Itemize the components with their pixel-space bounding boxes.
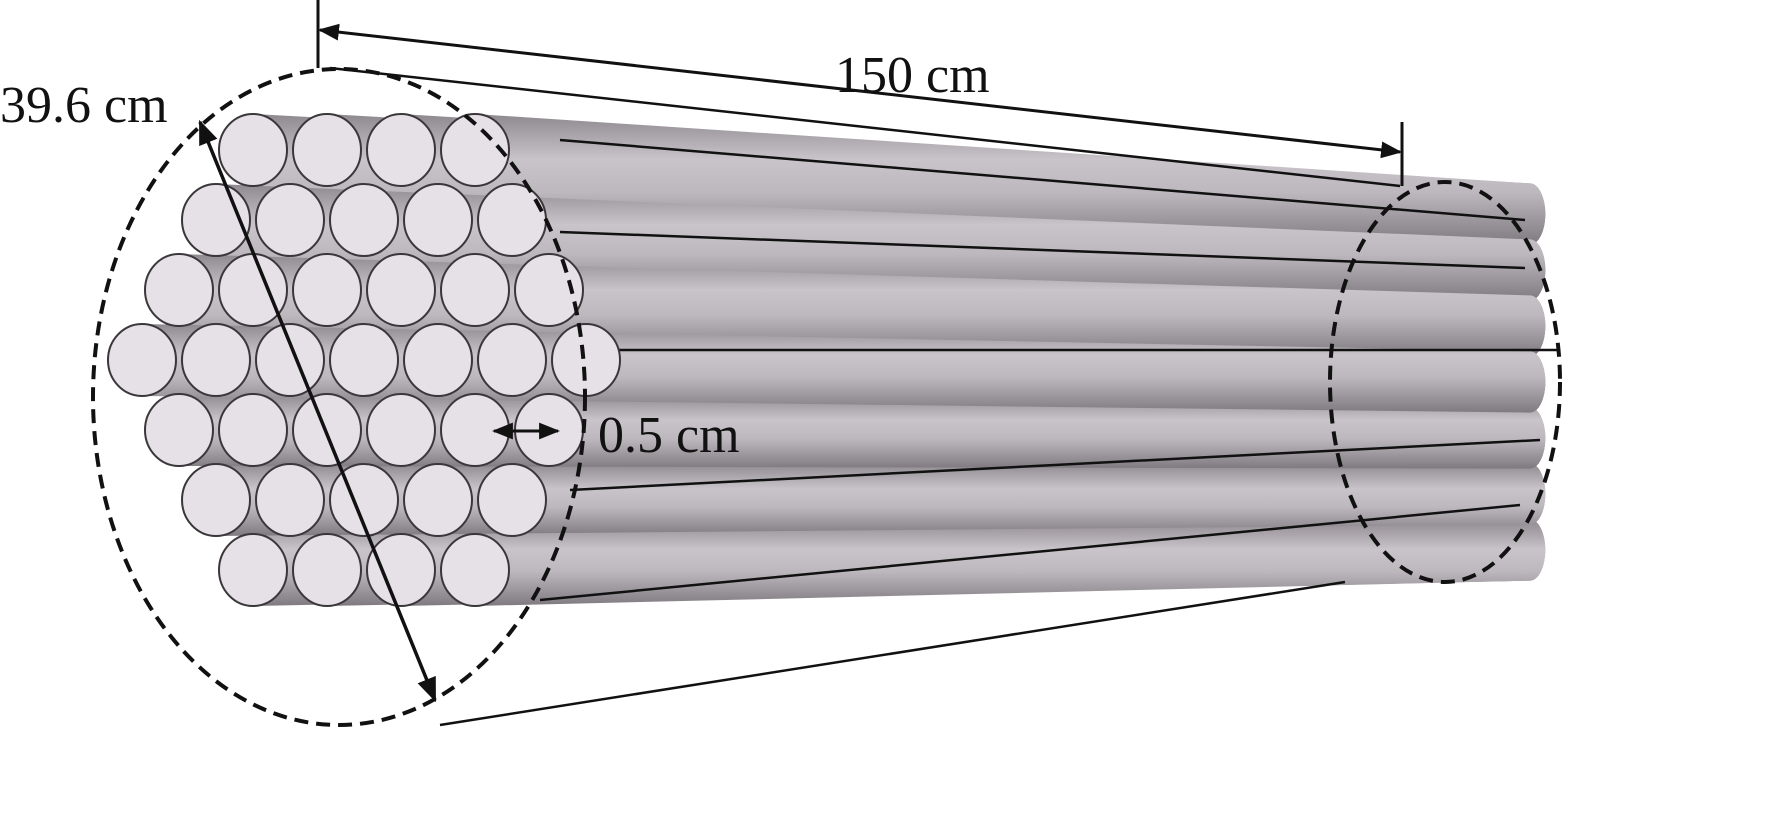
length-dimension-arrow [317,23,1403,159]
rod-end-face [144,393,214,467]
rod-end-face [366,253,436,327]
rod-end-face [477,323,547,397]
rod-end-face [255,323,325,397]
rod-end-face [218,393,288,467]
rod-bodies [142,114,1560,606]
rod-end-face [255,183,325,257]
rod-body [253,519,1546,606]
rod-end-face [218,533,288,607]
rod-end-face [440,533,510,607]
rod-end-face [477,463,547,537]
rod-body [216,184,1546,301]
rod-end-face [329,183,399,257]
rod-end-face [181,323,251,397]
length-label: 150 cm [835,47,990,104]
rod-end-face [292,113,362,187]
left-end-dashed-outline [91,67,587,727]
right-end-dashed-outline [1328,180,1562,584]
rod-end-face [366,113,436,187]
bundle-bottom-edge [439,580,1346,727]
rod-end-face [255,463,325,537]
rod-end-face [107,323,177,397]
rod-end-face [366,393,436,467]
rod-edge-line [569,438,1541,492]
rod-end-face [403,463,473,537]
rod-end-face [144,253,214,327]
rod-end-face [366,533,436,607]
rod-body [216,463,1546,536]
rod-diameter-label: 0.5 cm [598,407,740,464]
rod-end-face [218,113,288,187]
guide-lines [91,0,1562,727]
diameter-label: 39.6 cm [0,77,168,134]
rod-end-face [477,183,547,257]
rod-end-face [551,323,621,397]
rod-edge-line [559,230,1526,270]
rod-end-face [403,183,473,257]
rod-end-face [292,253,362,327]
rod-edge-line [539,503,1521,602]
rod-end-face [329,323,399,397]
rod-end-face [181,463,251,537]
diameter-dimension-arrow [198,119,437,703]
rod-end-face [403,323,473,397]
rod-end-face [292,533,362,607]
rod-end-face [440,253,510,327]
